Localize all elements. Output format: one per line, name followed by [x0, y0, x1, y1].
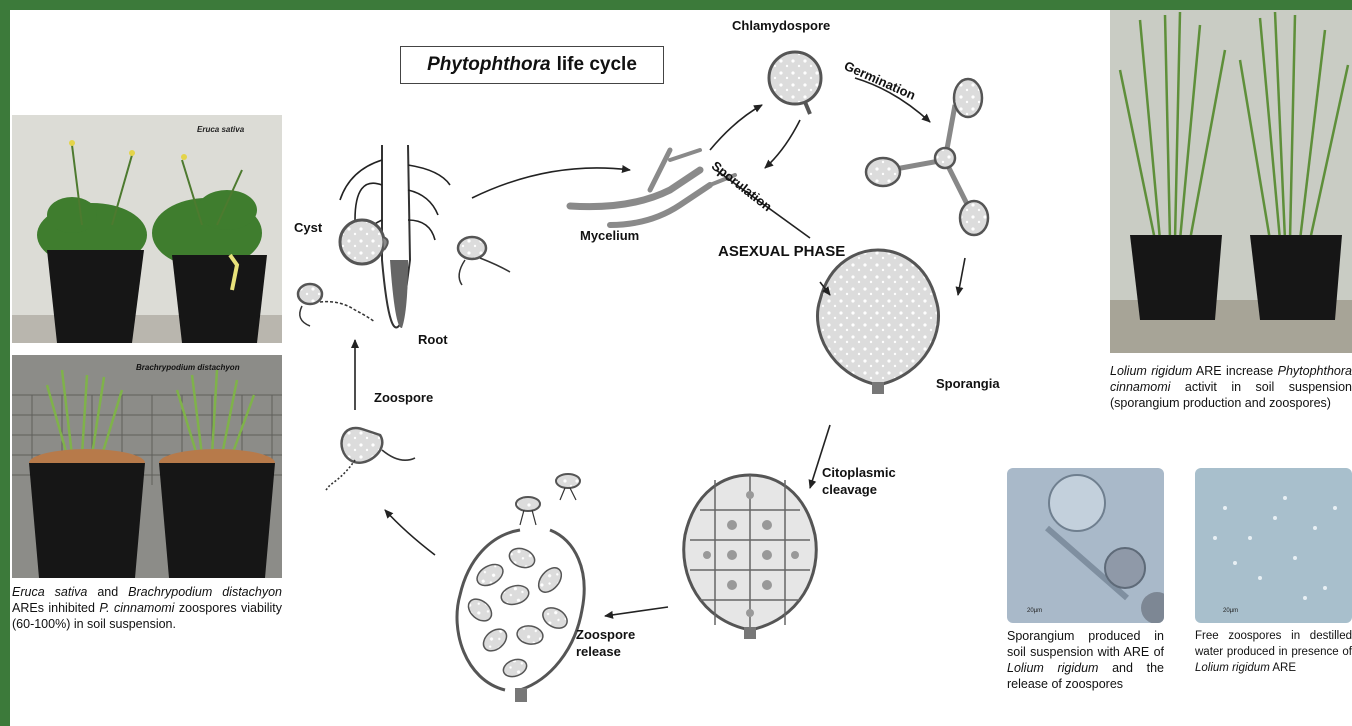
cyst-shape: [340, 220, 388, 264]
label-zoospore-release-2: release: [576, 644, 621, 659]
label-zoospore: Zoospore: [374, 390, 433, 405]
cleaved-sporangium-shape: [684, 475, 817, 639]
arrow-to-sporangia: [958, 258, 965, 295]
label-citoplasmic: Citoplasmic: [822, 465, 896, 480]
mycelium-shape: [570, 150, 735, 225]
release-sporangium-shape: [457, 474, 584, 702]
germination-shape: [866, 79, 988, 235]
chlamydospore-shape: [769, 52, 821, 114]
label-chlamydospore: Chlamydospore: [732, 18, 830, 33]
arrow-mycelium-to-chlamydospore: [710, 105, 762, 150]
zoospore-shape: [326, 428, 415, 490]
label-cleavage: cleavage: [822, 482, 877, 497]
label-sporangia: Sporangia: [936, 376, 1000, 391]
diagram-panel: Eruca sativa Brachrypodium distachyon Er…: [10, 10, 1352, 726]
label-mycelium: Mycelium: [580, 228, 639, 243]
label-zoospore-release-1: Zoospore: [576, 627, 635, 642]
arrow-root-to-mycelium: [472, 168, 630, 198]
label-root: Root: [418, 332, 448, 347]
life-cycle-drawing: [10, 10, 1352, 726]
arrow-to-release: [605, 607, 668, 616]
arrow-release-to-zoospore: [385, 510, 435, 555]
sporangium-shape: [817, 250, 938, 394]
arrow-sporulation: [765, 120, 800, 168]
label-cyst: Cyst: [294, 220, 322, 235]
label-asexual-phase: ASEXUAL PHASE: [718, 243, 845, 260]
